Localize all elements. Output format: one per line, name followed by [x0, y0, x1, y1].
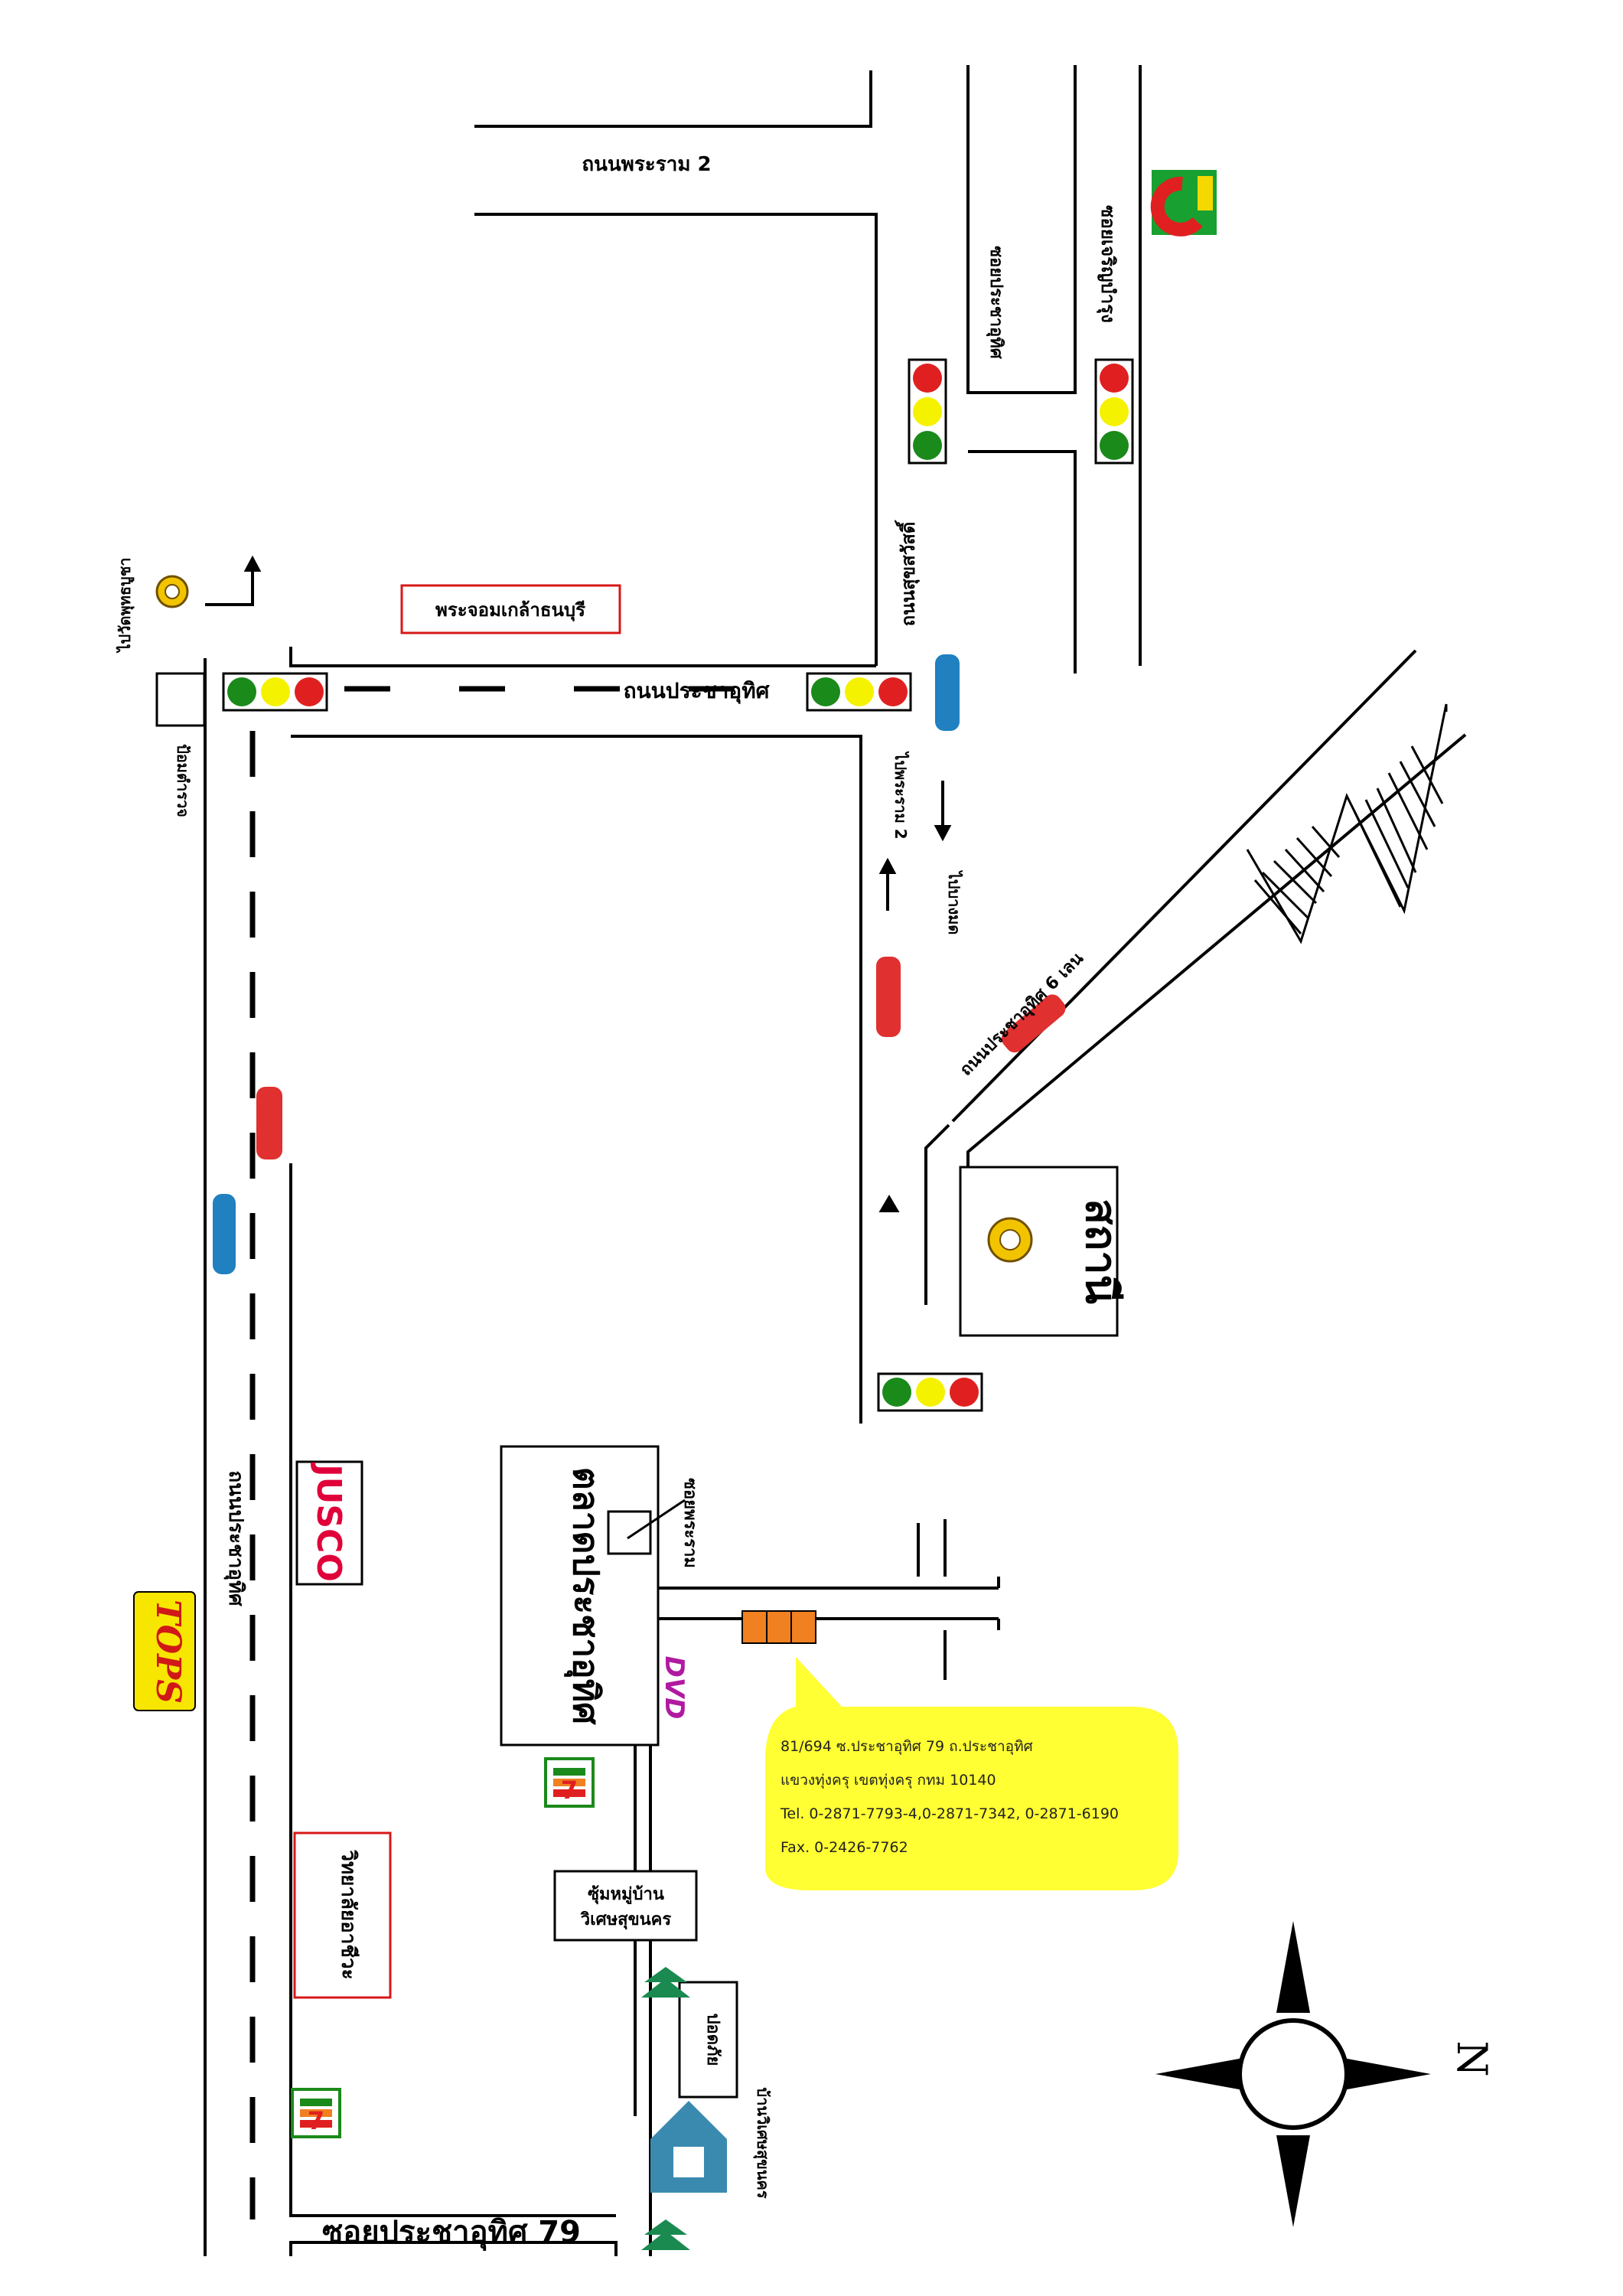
mansion-box-line2: วิเศษสุขนคร [580, 1910, 671, 1930]
jusco-box [295, 1460, 363, 1586]
dvd-logo: DVD [659, 1656, 689, 1720]
big-c-logo [1150, 170, 1217, 236]
station-box-label: สถานี [1076, 1199, 1126, 1304]
arrows [205, 555, 952, 1212]
temple-box-label: พระจอมเกล้าธนบุรี [435, 599, 585, 622]
svg-text:7: 7 [561, 1776, 578, 1805]
road-label-prachauthit-left: ถนนประชาอุทิศ [223, 1470, 247, 1606]
place-label-gate: ป้อมตำรวจ [174, 744, 192, 817]
road-label-soi-small: ซอยพระราม [680, 1478, 699, 1568]
address-line-2: แขวงทุ่งครุ เขตทุ่งครุ กทม 10140 [781, 1772, 996, 1789]
road-label-upper-right: ซอยเจริญบำรุง [1096, 205, 1119, 323]
gate-box [155, 672, 206, 727]
car-icons [213, 654, 1066, 1274]
temple-box [400, 584, 621, 634]
seven-eleven-logo-1: 7 [544, 1757, 595, 1808]
address-line-3: Tel. 0-2871-7793-4,0-2871-7342, 0-2871-6… [781, 1805, 1119, 1822]
road-lines [204, 65, 1467, 2256]
svg-text:7: 7 [308, 2106, 324, 2135]
road-label-suksawat: ถนนสุขสวัสดิ์ [895, 520, 921, 626]
traffic-light-5 [877, 1372, 983, 1412]
traffic-light-1 [222, 672, 328, 712]
road-label-to-rama2: ไปพระราม 2 [891, 751, 910, 839]
small-box [678, 1981, 738, 2099]
road-label-prachauthit-top: ถนนประชาอุทิศ [624, 678, 771, 704]
market-inner [607, 1510, 652, 1555]
tree-icon [641, 1967, 690, 2250]
mansion-box [553, 1870, 698, 1942]
address-line-4: Fax. 0-2426-7762 [781, 1839, 908, 1856]
place-label-police: ไปวัดพุทธบูชา [116, 557, 135, 653]
traffic-light-4 [1094, 358, 1134, 465]
compass-n-label: N [1448, 2040, 1496, 2076]
address-bubble [765, 1657, 1178, 1890]
traffic-light-2 [806, 672, 912, 712]
address-text: 81/694 ซ.ประชาอุทิศ 79 ถ.ประชาอุทิศ แขวง… [781, 1730, 1178, 1864]
road-label-diag: ถนนประชาอุทิศ 6 เลน [957, 949, 1088, 1081]
house-icon [650, 2101, 727, 2193]
diag-hatch [1246, 703, 1448, 944]
station-box [959, 1166, 1119, 1337]
orange-shops [741, 1610, 816, 1644]
dashed-lines [249, 686, 803, 2219]
small-box-label: ปอดภัย [703, 2014, 722, 2066]
tops-logo: TOPS [148, 1600, 187, 1704]
seven-eleven-logo-2: 7 [291, 2088, 341, 2138]
hospital-box [293, 1831, 392, 1999]
address-line-1: 81/694 ซ.ประชาอุทิศ 79 ถ.ประชาอุทิศ [781, 1738, 1033, 1755]
tops-logo-bg [133, 1591, 196, 1711]
road-label-soi79: ซอยประชาอุทิศ 79 [322, 2215, 581, 2252]
road-label-upper-mid: ซอยประชาอุทิศ [986, 246, 1005, 360]
road-label-rama2: ถนนพระราม 2 [582, 153, 711, 176]
hospital-box-label: วิทยาลัยอาชีวะ [337, 1850, 360, 1980]
mansion-box-line1: ซุ้มหมู่บ้าน [588, 1885, 664, 1905]
place-label-village: บ้านวิเศษสุขนคร [753, 2087, 772, 2198]
jusco-logo: JUSCO [309, 1462, 348, 1581]
compass: N [1155, 1921, 1496, 2227]
traffic-light-3 [908, 358, 947, 465]
road-label-to-bangmod: ไปบางมด [945, 870, 963, 935]
market-box-label: ตลาดประชาอุทิศ [564, 1467, 607, 1725]
market-box [500, 1445, 660, 1746]
